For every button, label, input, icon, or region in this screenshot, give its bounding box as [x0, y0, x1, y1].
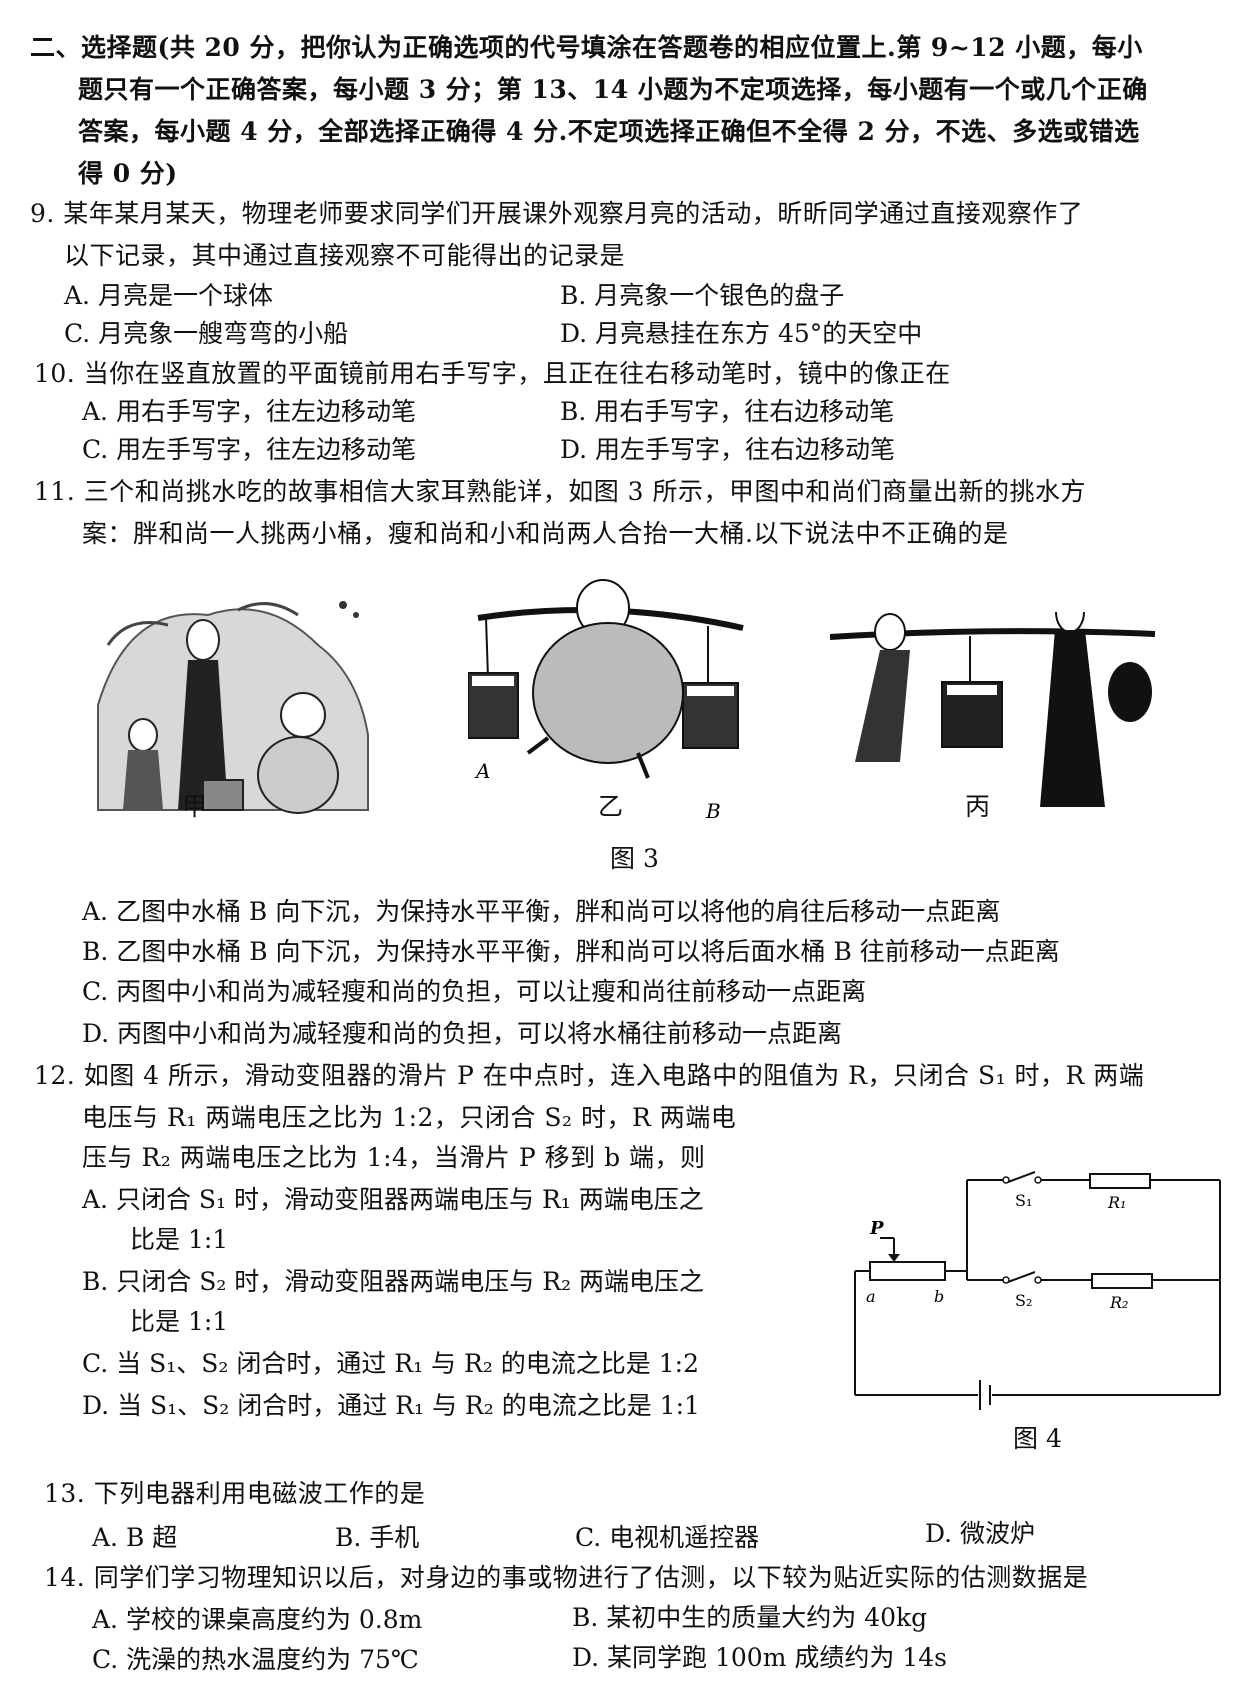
- q12-stem-line-2: 电压与 R₁ 两端电压之比为 1:2，只闭合 S₂ 时，R 两端电: [82, 1103, 737, 1132]
- q9-option-d: D. 月亮悬挂在东方 45°的天空中: [560, 319, 923, 348]
- q9-stem-line-1: 9. 某年某月某天，物理老师要求同学们开展课外观察月亮的活动，昕昕同学通过直接观…: [30, 199, 1084, 228]
- q12-option-b-line-2: 比是 1:1: [130, 1307, 229, 1336]
- figure3-bing-label: 丙: [965, 792, 991, 821]
- section-instructions-line-2: 题只有一个正确答案，每小题 3 分；第 13、14 小题为不定项选择，每小题有一…: [78, 75, 1148, 104]
- q13-stem: 13. 下列电器利用电磁波工作的是: [44, 1479, 426, 1508]
- figure3-bucket-b-label: B: [705, 799, 721, 823]
- q13-option-a: A. B 超: [92, 1523, 178, 1552]
- q12-option-c: C. 当 S₁、S₂ 闭合时，通过 R₁ 与 R₂ 的电流之比是 1:2: [82, 1349, 699, 1378]
- q12-option-a-line-1: A. 只闭合 S₁ 时，滑动变阻器两端电压与 R₁ 两端电压之: [82, 1185, 704, 1214]
- q11-option-a: A. 乙图中水桶 B 向下沉，为保持水平平衡，胖和尚可以将他的肩往后移动一点距离: [82, 897, 1001, 926]
- q14-option-b: B. 某初中生的质量大约为 40kg: [572, 1603, 928, 1632]
- q14-option-a: A. 学校的课桌高度约为 0.8m: [92, 1605, 423, 1634]
- figure4-caption: 图 4: [1013, 1424, 1062, 1453]
- section-instructions-line-4: 得 0 分): [78, 159, 178, 188]
- q9-option-a: A. 月亮是一个球体: [64, 281, 273, 310]
- q10-option-c: C. 用左手写字，往左边移动笔: [82, 435, 417, 464]
- figure3-bing-illustration: [830, 612, 1156, 807]
- figure3-caption: 图 3: [610, 844, 659, 873]
- circuit-label-b: b: [934, 1287, 944, 1306]
- circuit-label-a: a: [866, 1287, 876, 1306]
- q9-stem-line-2: 以下记录，其中通过直接观察不可能得出的记录是: [64, 241, 626, 270]
- figure3-yi-illustration: A B: [468, 579, 744, 823]
- q11-stem-line-1: 11. 三个和尚挑水吃的故事相信大家耳熟能详，如图 3 所示，甲图中和尚们商量出…: [34, 477, 1087, 506]
- q10-option-b: B. 用右手写字，往右边移动笔: [560, 397, 895, 426]
- q12-stem-line-1: 12. 如图 4 所示，滑动变阻器的滑片 P 在中点时，连入电路中的阻值为 R，…: [34, 1061, 1145, 1090]
- q14-option-c: C. 洗澡的热水温度约为 75℃: [92, 1645, 419, 1674]
- circuit-label-s1: S₁: [1015, 1191, 1032, 1210]
- circuit-label-r2: R₂: [1109, 1293, 1128, 1312]
- q14-option-d: D. 某同学跑 100m 成绩约为 14s: [572, 1643, 947, 1672]
- figure3-jia-illustration: [88, 585, 378, 820]
- section-instructions-line-3: 答案，每小题 4 分，全部选择正确得 4 分.不定项选择正确但不全得 2 分，不…: [78, 117, 1140, 146]
- q13-option-d: D. 微波炉: [925, 1519, 1036, 1548]
- q10-stem: 10. 当你在竖直放置的平面镜前用右手写字，且正在往右移动笔时，镜中的像正在: [34, 359, 951, 388]
- section-instructions-line-1: 二、选择题(共 20 分，把你认为正确选项的代号填涂在答题卷的相应位置上.第 9…: [30, 33, 1143, 62]
- figure4-circuit-diagram: P a b S₁ R₁ S₂ R₂: [854, 1171, 1221, 1410]
- q9-option-c: C. 月亮象一艘弯弯的小船: [64, 319, 349, 348]
- q12-option-a-line-2: 比是 1:1: [130, 1225, 229, 1254]
- q12-option-b-line-1: B. 只闭合 S₂ 时，滑动变阻器两端电压与 R₂ 两端电压之: [82, 1267, 705, 1296]
- q11-stem-line-2: 案：胖和尚一人挑两小桶，瘦和尚和小和尚两人合抬一大桶.以下说法中不正确的是: [82, 519, 1009, 548]
- q9-option-b: B. 月亮象一个银色的盘子: [560, 281, 845, 310]
- q10-option-d: D. 用左手写字，往右边移动笔: [560, 435, 896, 464]
- q12-stem-line-3: 压与 R₂ 两端电压之比为 1:4，当滑片 P 移到 b 端，则: [82, 1143, 706, 1172]
- circuit-label-r1: R₁: [1107, 1193, 1126, 1212]
- q11-option-b: B. 乙图中水桶 B 向下沉，为保持水平平衡，胖和尚可以将后面水桶 B 往前移动…: [82, 937, 1060, 966]
- figure3-yi-label: 乙: [598, 792, 624, 821]
- figure3-bucket-a-label: A: [474, 759, 490, 783]
- q14-stem: 14. 同学们学习物理知识以后，对身边的事或物进行了估测，以下较为贴近实际的估测…: [44, 1563, 1089, 1592]
- q13-option-c: C. 电视机遥控器: [575, 1523, 760, 1552]
- q11-option-c: C. 丙图中小和尚为减轻瘦和尚的负担，可以让瘦和尚往前移动一点距离: [82, 977, 867, 1006]
- figure3-jia-label: 甲: [182, 792, 208, 821]
- q11-option-d: D. 丙图中小和尚为减轻瘦和尚的负担，可以将水桶往前移动一点距离: [82, 1019, 843, 1048]
- q13-option-b: B. 手机: [335, 1523, 420, 1552]
- circuit-label-s2: S₂: [1015, 1291, 1032, 1310]
- q12-option-d: D. 当 S₁、S₂ 闭合时，通过 R₁ 与 R₂ 的电流之比是 1:1: [82, 1391, 700, 1420]
- circuit-label-p: P: [869, 1218, 884, 1239]
- q10-option-a: A. 用右手写字，往左边移动笔: [82, 397, 416, 426]
